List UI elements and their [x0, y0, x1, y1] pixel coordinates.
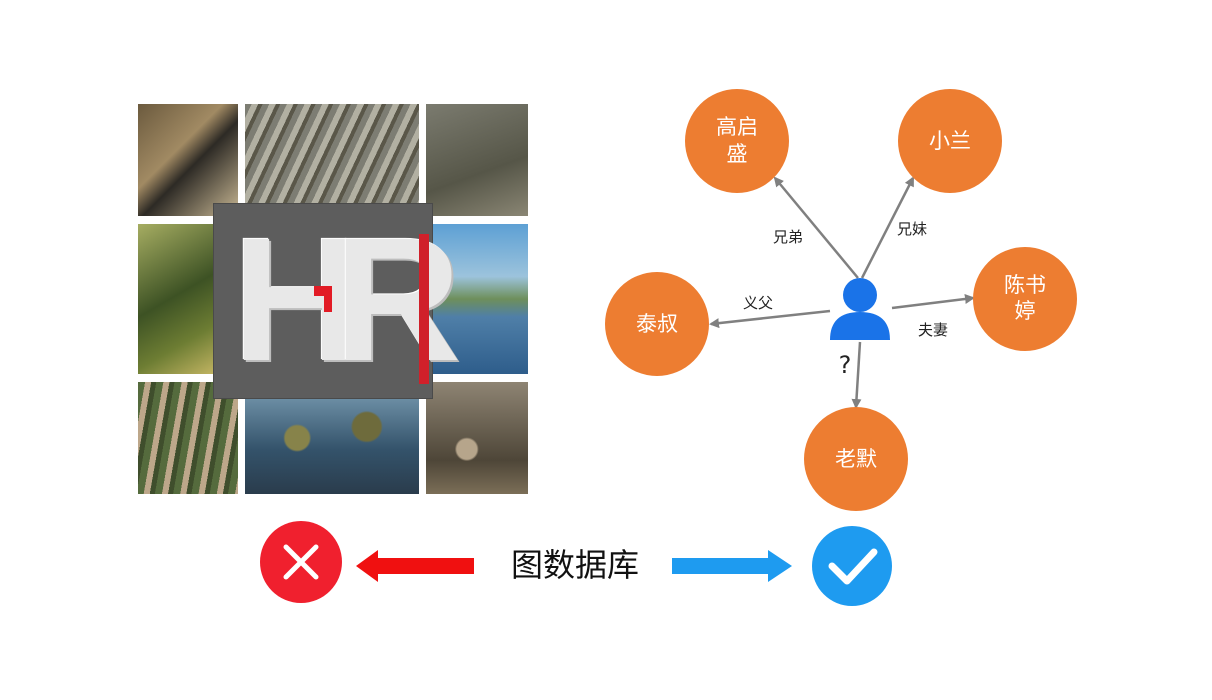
person-icon: [830, 278, 890, 340]
node-laomo: 老默: [804, 407, 908, 511]
edge-to-chen: [891, 294, 975, 310]
node-label-xiaolan: 小兰: [929, 129, 971, 153]
edge-to-gao: [773, 176, 859, 279]
edge-label-chen: 夫妻: [918, 321, 948, 339]
edge-to-xiaolan: [860, 176, 915, 279]
database-label: 图数据库: [510, 546, 639, 584]
edge-label-gao: 兄弟: [773, 228, 803, 246]
logo-red-bar: [419, 234, 429, 384]
node-chen: 陈书 婷: [973, 247, 1077, 351]
node-xiaolan: 小兰: [898, 89, 1002, 193]
logo-letter-r: R: [334, 202, 462, 398]
left-arrow-icon: [356, 550, 474, 582]
collage-tile-lake: [426, 224, 528, 374]
image-collage: [138, 104, 528, 494]
node-label-gao-2: 盛: [727, 142, 748, 166]
edge-to-tai: [709, 309, 831, 329]
logo-red-mark: [314, 286, 332, 312]
node-label-chen-1: 陈书: [1004, 273, 1046, 297]
edge-to-laomo: [851, 341, 862, 409]
node-tai: 泰叔: [605, 272, 709, 376]
node-label-chen-2: 婷: [1015, 299, 1036, 323]
collage-tile-moss: [245, 382, 419, 494]
node-label-gao-1: 高启: [716, 115, 758, 139]
collage-tile-bark: [245, 104, 419, 216]
collage-tile-mud: [426, 104, 528, 216]
collage-tile-fur: [138, 104, 238, 216]
check-icon: [812, 526, 892, 606]
right-arrow-icon: [672, 550, 792, 582]
wrong-icon: [260, 521, 342, 603]
question-mark: ?: [839, 351, 852, 379]
node-label-laomo: 老默: [835, 447, 877, 471]
edge-label-tai: 义父: [743, 294, 773, 312]
node-gao: 高启 盛: [685, 89, 789, 193]
node-label-tai: 泰叔: [636, 312, 678, 336]
logo-letter-h: H: [232, 202, 360, 398]
collage-tile-cliff: [138, 382, 238, 494]
collage-tile-pebbles: [426, 382, 528, 494]
hr-logo: H R: [213, 202, 461, 399]
edge-label-xiaolan: 兄妹: [897, 220, 927, 238]
